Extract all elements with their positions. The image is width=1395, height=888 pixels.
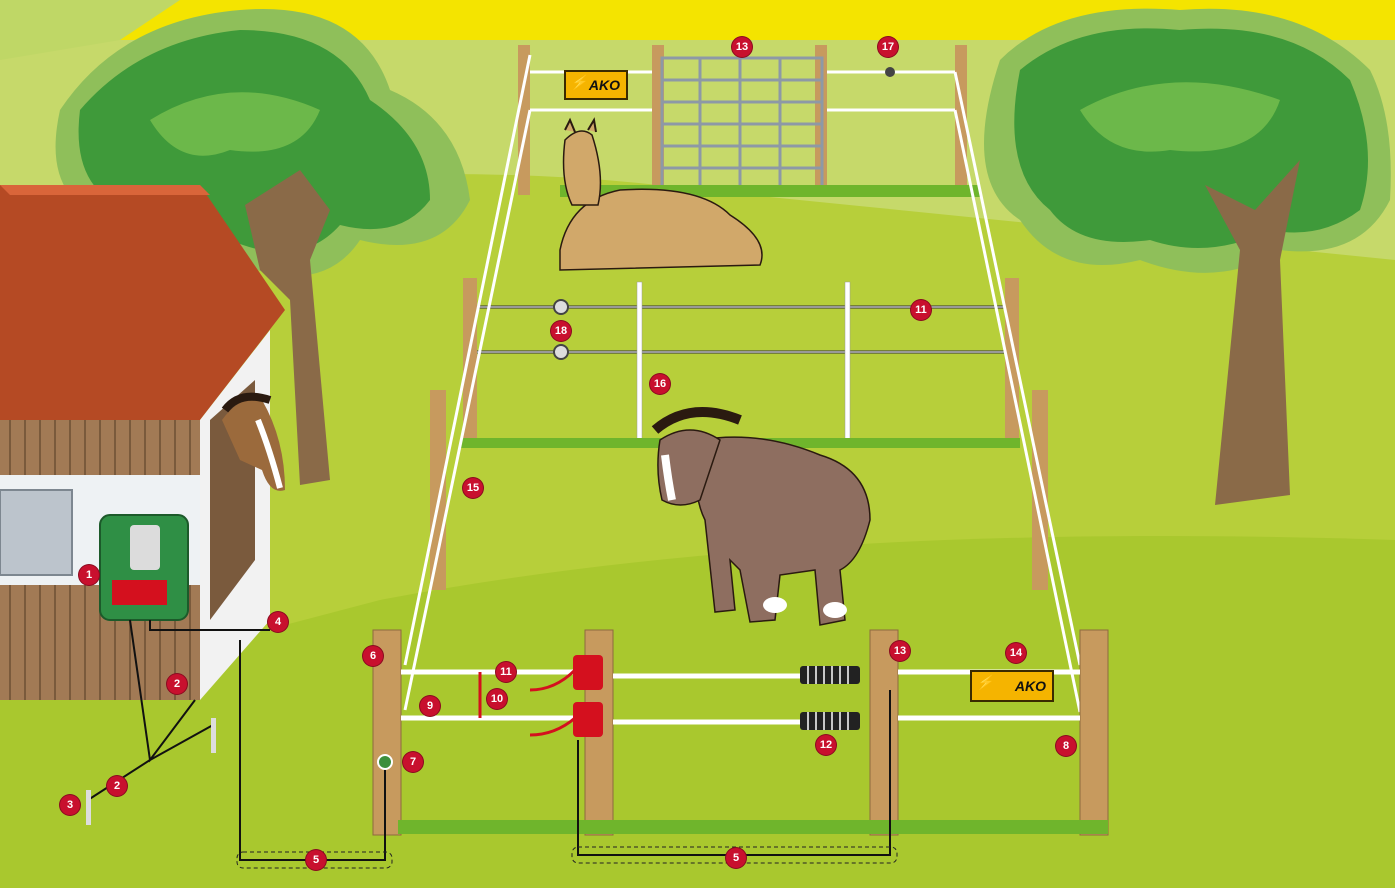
- marker-13b: 13: [732, 37, 752, 57]
- marker-2b: 2: [107, 776, 127, 796]
- marker-15: 15: [463, 478, 483, 498]
- marker-12: 12: [816, 735, 836, 755]
- marker-13a: 13: [890, 641, 910, 661]
- lightning-icon: ⚡: [976, 674, 993, 691]
- marker-9: 9: [420, 696, 440, 716]
- sign-text: AKO: [1015, 678, 1046, 694]
- marker-2a: 2: [167, 674, 187, 694]
- marker-18: 18: [551, 321, 571, 341]
- marker-7: 7: [403, 752, 423, 772]
- marker-10: 10: [487, 689, 507, 709]
- marker-8: 8: [1056, 736, 1076, 756]
- marker-16: 16: [650, 374, 670, 394]
- marker-11b: 11: [911, 300, 931, 320]
- marker-6: 6: [363, 646, 383, 666]
- warning-sign-back: ⚡AKO: [564, 70, 628, 100]
- marker-17: 17: [878, 37, 898, 57]
- marker-4: 4: [268, 612, 288, 632]
- marker-11a: 11: [496, 662, 516, 682]
- marker-1: 1: [79, 565, 99, 585]
- marker-14: 14: [1006, 643, 1026, 663]
- marker-5b: 5: [726, 848, 746, 868]
- marker-5a: 5: [306, 850, 326, 870]
- sign-text: AKO: [589, 77, 620, 93]
- stable: [0, 185, 285, 700]
- warning-sign-front: ⚡ AKO: [970, 670, 1054, 702]
- lightning-icon: ⚡: [570, 74, 587, 91]
- marker-3: 3: [60, 795, 80, 815]
